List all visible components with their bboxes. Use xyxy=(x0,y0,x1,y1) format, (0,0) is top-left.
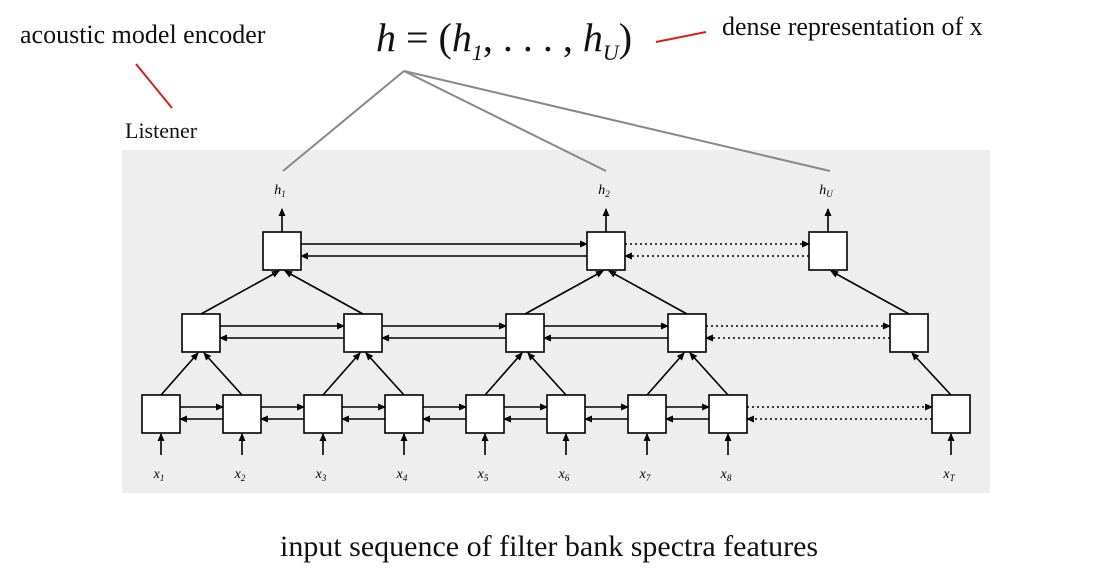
layer1-cell-3 xyxy=(505,313,545,353)
layer0-to-layer1-link-4 xyxy=(365,352,405,396)
input-label-9-base: x xyxy=(942,467,950,482)
input-label-8: x8 xyxy=(720,467,732,483)
dense-pointer xyxy=(655,31,707,43)
input-label-4: x4 xyxy=(396,467,408,483)
formula-lhs: h xyxy=(376,15,396,60)
encoder-label: acoustic model encoder xyxy=(20,20,266,49)
input-sequence-caption: input sequence of filter bank spectra fe… xyxy=(280,530,819,563)
layer0-to-layer1-link-6 xyxy=(527,352,567,396)
layer1-cell-4 xyxy=(667,313,707,353)
input-label-9: xT xyxy=(942,467,955,483)
output-label-3-subscript: U xyxy=(826,189,833,199)
input-label-6: x6 xyxy=(558,467,570,483)
output-label-2-subscript: 2 xyxy=(605,189,610,199)
layer0-cell-8 xyxy=(708,394,748,434)
layer2-cell-2 xyxy=(586,231,626,271)
input-label-7: x7 xyxy=(639,467,651,483)
layer0-cell-7 xyxy=(627,394,667,434)
layer1-to-layer2-link-5 xyxy=(830,270,910,315)
layer2-cell-3 xyxy=(808,231,848,271)
output-label-2-base: h xyxy=(598,183,605,198)
input-label-1-subscript: 1 xyxy=(160,473,165,483)
layer0-to-layer1-link-7 xyxy=(646,352,685,396)
formula-equals: = ( xyxy=(396,15,452,60)
layer1-to-layer2-link-3 xyxy=(524,270,604,315)
hidden-sequence-formula: h = (h1, . . . , hU) xyxy=(376,14,632,66)
formula-separator: , . . . , xyxy=(482,15,583,60)
layer0-to-layer1-link-5 xyxy=(484,352,523,396)
input-label-5-subscript: 5 xyxy=(484,473,489,483)
input-label-3-subscript: 3 xyxy=(321,473,327,483)
input-label-1: x1 xyxy=(153,467,165,483)
layer1-cell-5 xyxy=(889,313,929,353)
layer0-to-layer1-link-3 xyxy=(322,352,361,396)
layer1-to-layer2-link-2 xyxy=(284,270,364,315)
input-label-5-base: x xyxy=(477,467,485,482)
output-label-2: h2 xyxy=(598,183,610,199)
input-label-9-subscript: T xyxy=(950,473,956,483)
layer0-cell-2 xyxy=(222,394,262,434)
input-label-4-base: x xyxy=(396,467,404,482)
layer1-cell-1 xyxy=(181,313,221,353)
layer0-to-layer1-link-1 xyxy=(160,352,199,396)
layer2-cell-1 xyxy=(262,231,302,271)
listener-panel xyxy=(122,150,990,493)
listener-label: Listener xyxy=(125,118,198,143)
formula-connector-2 xyxy=(403,70,607,172)
layer1-cell-2 xyxy=(343,313,383,353)
input-label-3: x3 xyxy=(315,467,327,483)
input-label-2: x2 xyxy=(234,467,246,483)
layer0-to-layer1-link-9 xyxy=(911,352,952,396)
layer1-to-layer2-link-1 xyxy=(200,270,280,315)
layer1-to-layer2-link-4 xyxy=(608,270,688,315)
output-label-3-base: h xyxy=(819,183,826,198)
layer0-to-layer1-link-2 xyxy=(203,352,243,396)
input-label-1-base: x xyxy=(153,467,161,482)
layer0-cell-3 xyxy=(303,394,343,434)
layer0-to-layer1-link-8 xyxy=(689,352,729,396)
output-label-1: h1 xyxy=(274,183,286,199)
output-label-1-subscript: 1 xyxy=(281,189,286,199)
input-label-2-subscript: 2 xyxy=(241,473,246,483)
formula-first-term: h xyxy=(451,15,472,60)
formula-close: ) xyxy=(618,15,633,60)
input-label-2-base: x xyxy=(234,467,242,482)
input-label-8-subscript: 8 xyxy=(727,473,732,483)
input-label-7-base: x xyxy=(639,467,647,482)
dense-representation-label: dense representation of x xyxy=(722,12,983,41)
input-label-3-base: x xyxy=(315,467,323,482)
formula-first-subscript: 1 xyxy=(471,40,483,65)
output-label-1-base: h xyxy=(274,183,281,198)
input-label-4-subscript: 4 xyxy=(403,473,408,483)
layer0-cell-5 xyxy=(465,394,505,434)
formula-connector-1 xyxy=(282,70,405,172)
layer0-cell-1 xyxy=(141,394,181,434)
encoder-pointer xyxy=(135,63,173,109)
formula-connector-3 xyxy=(403,70,831,172)
layer0-cell-6 xyxy=(546,394,586,434)
output-label-3: hU xyxy=(819,183,833,199)
formula-last-term: h xyxy=(582,15,603,60)
input-label-7-subscript: 7 xyxy=(646,473,651,483)
layer0-cell-9 xyxy=(931,394,971,434)
input-label-6-base: x xyxy=(558,467,566,482)
formula-last-subscript: U xyxy=(602,40,619,65)
input-label-6-subscript: 6 xyxy=(565,473,570,483)
layer0-cell-4 xyxy=(384,394,424,434)
input-label-5: x5 xyxy=(477,467,489,483)
input-label-8-base: x xyxy=(720,467,728,482)
